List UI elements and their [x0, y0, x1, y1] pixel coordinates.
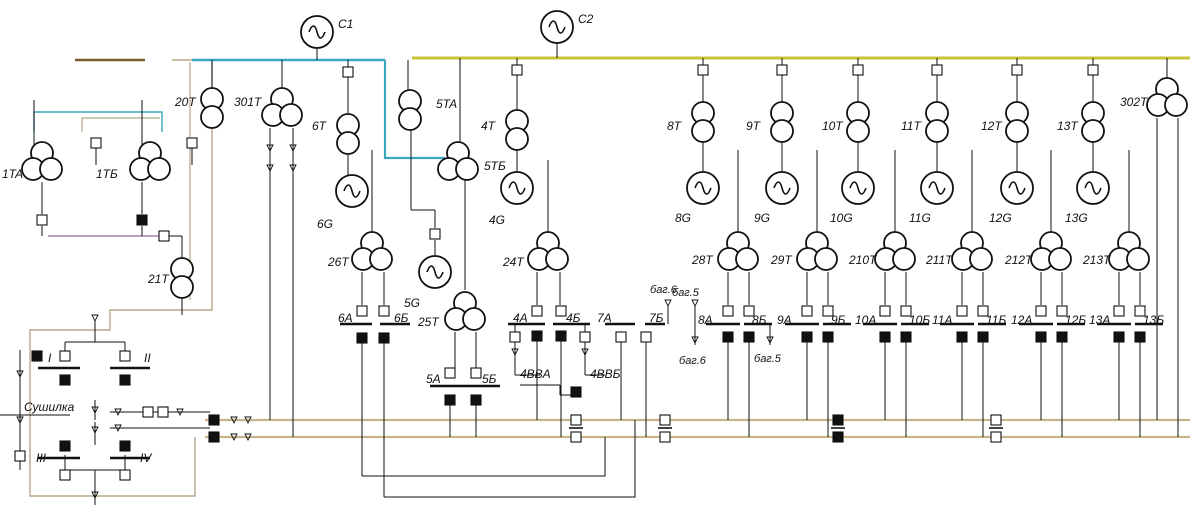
- transformer-5tb-label: 5TБ: [484, 159, 506, 173]
- transformer-9t-label: 9T: [746, 119, 762, 133]
- section-5a-label: 5A: [426, 372, 441, 386]
- section-7a-label: 7A: [597, 311, 612, 325]
- reserve-bag5-bottom-label: баг.5: [754, 353, 782, 365]
- generator-13g-label: 13G: [1065, 211, 1088, 225]
- section-13a-label: 13A: [1089, 313, 1110, 327]
- section-iv-label: IV: [140, 451, 152, 465]
- transformer-302t[interactable]: 302T: [1120, 58, 1188, 437]
- transformer-5tb[interactable]: 5TБ 5G: [404, 58, 506, 310]
- transformer-11t-label: 11T: [901, 119, 922, 133]
- transformer-1tb[interactable]: 1TБ: [90, 100, 198, 236]
- generator-5g-label: 5G: [404, 296, 420, 310]
- heat-network-lines: [29, 59, 1190, 497]
- generator-11g-label: 11G: [909, 211, 931, 225]
- transformer-4t-label: 4T: [481, 119, 497, 133]
- unit-13[interactable]: 13T 13G 213T 13A 13Б: [1057, 58, 1164, 437]
- section-10b-label: 10Б: [909, 313, 930, 327]
- section-6a-label: 6A: [338, 311, 353, 325]
- section-4b-label: 4Б: [566, 311, 581, 325]
- transformer-29t-label: 29T: [770, 253, 793, 267]
- source-c2-label: C2: [578, 12, 594, 26]
- generator-8g-label: 8G: [675, 211, 691, 225]
- transformer-1tb-label: 1TБ: [96, 167, 118, 181]
- section-11b-label: 11Б: [986, 313, 1006, 327]
- transformer-21t[interactable]: 21T: [147, 230, 194, 315]
- unit-6[interactable]: 6T 6G: [312, 60, 373, 235]
- generator-6g-label: 6G: [317, 217, 333, 231]
- section-iii-label: III: [36, 451, 47, 465]
- transformer-24t-label: 24T: [502, 255, 525, 269]
- unit-9[interactable]: 9T 9G 29T 9A 9Б: [746, 58, 851, 437]
- section-10a-label: 10A: [855, 313, 876, 327]
- section-4bvb-label: 4BBБ: [590, 367, 621, 381]
- transformer-28t-label: 28T: [691, 253, 714, 267]
- section-13b-label: 13Б: [1143, 313, 1164, 327]
- transformer-25t-label: 25T: [417, 315, 440, 329]
- transformer-1ta-label: 1TA: [2, 167, 23, 181]
- transformer-212t-label: 212T: [1004, 253, 1034, 267]
- section-9a-label: 9A: [777, 313, 792, 327]
- section-i-label: I: [48, 351, 52, 365]
- section-6b-label: 6Б: [394, 311, 409, 325]
- section-11a-label: 11A: [932, 313, 952, 327]
- transformer-26t-label: 26T: [327, 255, 350, 269]
- section-4a-label: 4A: [513, 311, 528, 325]
- transformer-13t-label: 13T: [1057, 119, 1079, 133]
- local-switchgear: [0, 314, 210, 505]
- transformer-301t-label: 301T: [234, 95, 263, 109]
- transformer-26t[interactable]: 26T 6A 6Б: [327, 231, 410, 497]
- section-7[interactable]: 7A 7Б баг.6: [597, 284, 678, 437]
- reserve-bag6-bottom-label: баг.6: [679, 355, 707, 367]
- transformer-302t-label: 302T: [1120, 95, 1149, 109]
- transformer-213t-label: 213T: [1082, 253, 1112, 267]
- generator-12g-label: 12G: [989, 211, 1012, 225]
- section-5b-label: 5Б: [482, 372, 497, 386]
- unit-4[interactable]: 4T 4G: [481, 58, 549, 235]
- unit-8[interactable]: 8T 8G 28T 8A 8Б: [667, 58, 772, 437]
- generator-9g-label: 9G: [754, 211, 770, 225]
- dryer-label: Сушилка: [24, 400, 75, 414]
- section-ii-label: II: [144, 351, 151, 365]
- bus-cross-links: [208, 414, 1003, 498]
- section-4bva-label: 4BBA: [520, 367, 551, 381]
- transformer-20t-label: 20T: [174, 95, 197, 109]
- generator-10g-label: 10G: [830, 211, 853, 225]
- unit-11[interactable]: 11T 11G 211T 11A 11Б: [901, 58, 1006, 437]
- unit-12[interactable]: 12T 12G 212T 12A 12Б: [981, 58, 1086, 437]
- reserve-bag5-top-label: баг.5: [672, 287, 700, 299]
- section-7b-label: 7Б: [649, 311, 664, 325]
- transformer-24t[interactable]: 24T 4A 4Б 4BBA 4BBБ: [502, 231, 621, 437]
- source-c1-label: C1: [338, 17, 353, 31]
- transformer-21t-label: 21T: [147, 272, 170, 286]
- transformer-10t-label: 10T: [822, 119, 844, 133]
- top-buses: [33, 56, 1190, 160]
- transformer-211t-label: 211T: [925, 253, 954, 267]
- generator-4g-label: 4G: [489, 213, 505, 227]
- transformer-5ta-label: 5TA: [436, 97, 457, 111]
- source-c2[interactable]: C2: [540, 10, 594, 58]
- section-8a-label: 8A: [698, 313, 713, 327]
- transformer-20t[interactable]: 20T: [174, 60, 224, 129]
- transformer-25t[interactable]: 25T 5A 5Б: [417, 291, 500, 437]
- section-12b-label: 12Б: [1065, 313, 1086, 327]
- source-c1[interactable]: C1: [300, 15, 353, 60]
- transformer-5ta[interactable]: 5TA: [398, 60, 457, 131]
- transformer-1ta[interactable]: 1TA: [2, 100, 63, 236]
- transformer-210t-label: 210T: [848, 253, 878, 267]
- section-8b-label: 8Б: [752, 313, 767, 327]
- transformer-12t-label: 12T: [981, 119, 1003, 133]
- transformer-8t-label: 8T: [667, 119, 683, 133]
- section-12a-label: 12A: [1011, 313, 1032, 327]
- reserve-links-8: баг.5 баг.6 баг.5: [672, 287, 782, 367]
- unit-10[interactable]: 10T 10G 210T 10A 10Б: [822, 58, 930, 437]
- reserve-bag6-top-label: баг.6: [650, 284, 678, 296]
- section-9b-label: 9Б: [831, 313, 846, 327]
- transformer-6t-label: 6T: [312, 119, 328, 133]
- transformer-301t[interactable]: 301T: [234, 60, 303, 437]
